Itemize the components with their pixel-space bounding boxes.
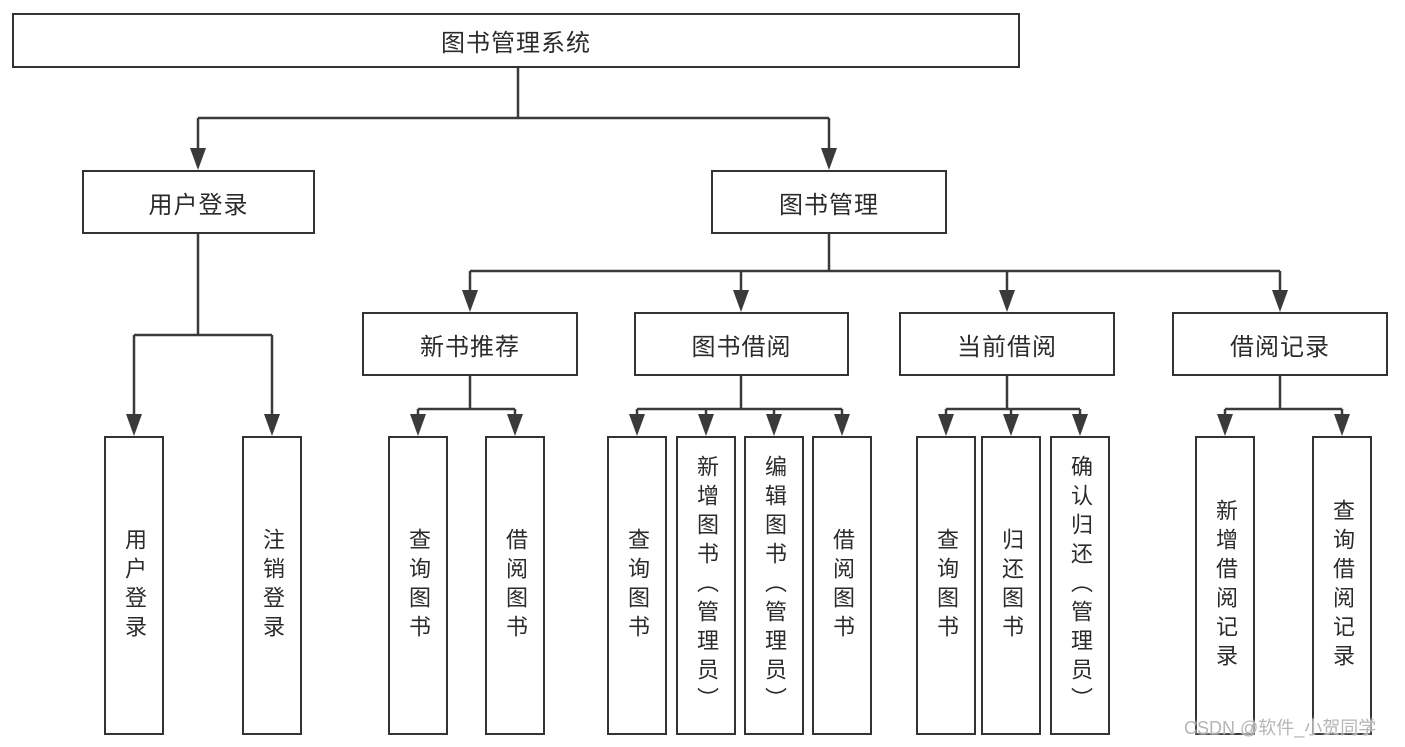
leaf-logout-label: 注销登录	[260, 527, 285, 644]
leaf-borrow-book: 借阅图书	[812, 436, 872, 735]
leaf-user-login: 用户登录	[104, 436, 164, 735]
leaf-borrow-query: 查询图书	[607, 436, 667, 735]
leaf-confirm-return-admin-label: 确认归还（管理员）	[1068, 455, 1093, 716]
leaf-confirm-return-admin: 确认归还（管理员）	[1050, 436, 1110, 735]
leaf-borrow-book-label: 借阅图书	[830, 527, 855, 644]
leaf-current-query: 查询图书	[916, 436, 976, 735]
leaf-add-borrow-record: 新增借阅记录	[1195, 436, 1255, 735]
leaf-newbook-query-label: 查询图书	[406, 527, 431, 644]
leaf-newbook-query: 查询图书	[388, 436, 448, 735]
leaf-user-login-label: 用户登录	[122, 527, 147, 644]
arrowhead-icons	[126, 148, 1350, 436]
node-root-system: 图书管理系统	[12, 13, 1020, 68]
node-borrow-records: 借阅记录	[1172, 312, 1388, 376]
leaf-return-book: 归还图书	[981, 436, 1041, 735]
node-new-book-recommend: 新书推荐	[362, 312, 578, 376]
leaf-newbook-borrow: 借阅图书	[485, 436, 545, 735]
leaf-borrow-query-label: 查询图书	[625, 527, 650, 644]
node-book-borrowing: 图书借阅	[634, 312, 849, 376]
leaf-borrow-add-admin: 新增图书（管理员）	[676, 436, 736, 735]
leaf-borrow-add-admin-label: 新增图书（管理员）	[694, 455, 719, 716]
leaf-return-book-label: 归还图书	[999, 527, 1024, 644]
leaf-current-query-label: 查询图书	[934, 527, 959, 644]
leaf-borrow-edit-admin-label: 编辑图书（管理员）	[762, 455, 787, 716]
leaf-query-borrow-record: 查询借阅记录	[1312, 436, 1372, 735]
node-user-login: 用户登录	[82, 170, 315, 234]
node-current-borrowing: 当前借阅	[899, 312, 1115, 376]
node-book-management: 图书管理	[711, 170, 947, 234]
leaf-logout: 注销登录	[242, 436, 302, 735]
leaf-borrow-edit-admin: 编辑图书（管理员）	[744, 436, 804, 735]
leaf-newbook-borrow-label: 借阅图书	[503, 527, 528, 644]
leaf-add-borrow-record-label: 新增借阅记录	[1213, 498, 1238, 673]
leaf-query-borrow-record-label: 查询借阅记录	[1330, 498, 1355, 673]
csdn-watermark: CSDN @软件_小贺同学	[1184, 718, 1377, 738]
